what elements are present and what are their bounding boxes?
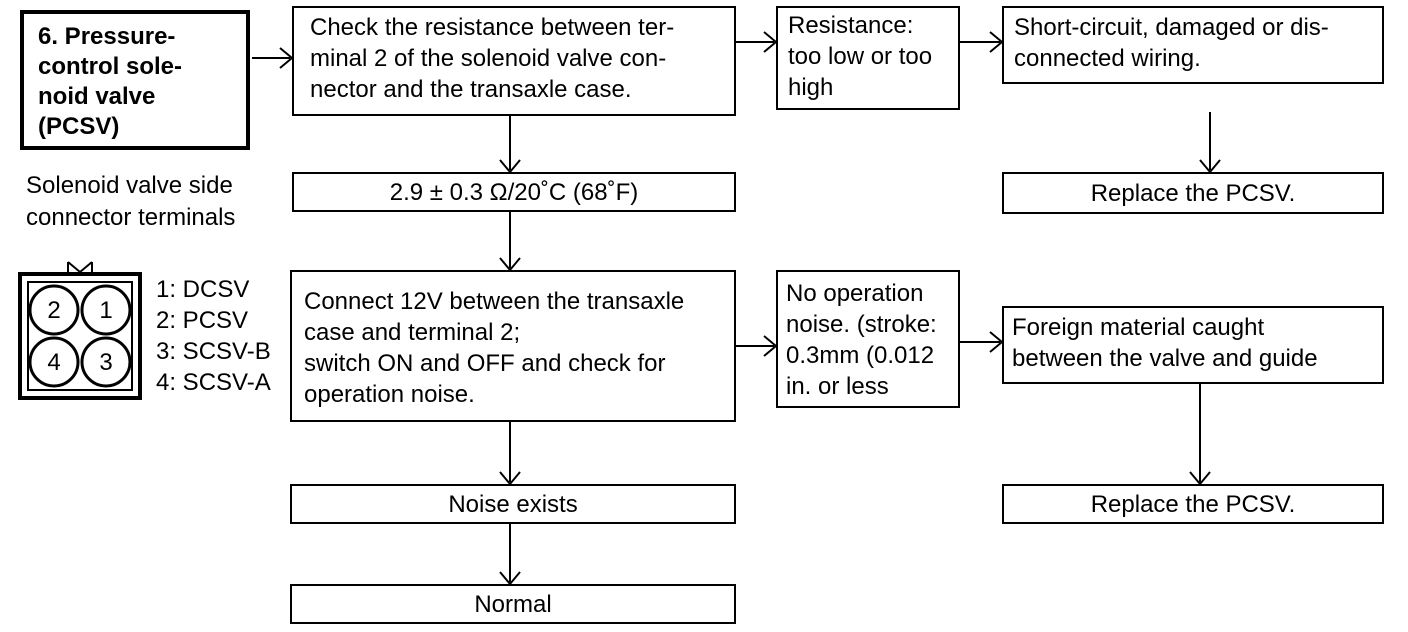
foreign-material-line-1: Foreign material caught — [1012, 314, 1265, 341]
wiring-fault-box: Short-circuit, damaged or dis- connected… — [1002, 6, 1384, 84]
pin-2-label: 2 — [47, 297, 60, 324]
connector-caption-line-1: Solenoid valve side — [26, 172, 233, 199]
replace-pcsv-top-box: Replace the PCSV. — [1002, 172, 1384, 214]
resistance-fault-box: Resistance: too low or too high — [776, 6, 960, 110]
connector-diagram: 2 1 4 3 — [18, 261, 142, 400]
no-noise-line-2: noise. (stroke: — [786, 311, 937, 338]
foreign-material-line-2: between the valve and guide — [1012, 345, 1318, 372]
replace-pcsv-bottom-label: Replace the PCSV. — [1090, 491, 1296, 518]
connector-legend: 1: DCSV 2: PCSV 3: SCSV-B 4: SCSV-A — [156, 274, 271, 398]
check-resistance-line-1: Check the resistance between ter- — [310, 14, 675, 41]
step-title-box: 6. Pressure- control sole- noid valve (P… — [20, 10, 250, 150]
pin-4-label: 4 — [47, 349, 60, 376]
connect-12v-line-2: case and terminal 2; — [304, 319, 521, 346]
connect-12v-line-3: switch ON and OFF and check for — [304, 350, 666, 377]
replace-pcsv-bottom-box: Replace the PCSV. — [1002, 484, 1384, 524]
connector-caption-line-2: connector terminals — [26, 204, 236, 231]
legend-item-3: 3: SCSV-B — [156, 338, 271, 365]
step-title-line-1: 6. Pressure- — [38, 23, 176, 50]
legend-item-4: 4: SCSV-A — [156, 369, 271, 396]
normal-label: Normal — [474, 591, 552, 618]
connect-12v-line-4: operation noise. — [304, 381, 475, 408]
connect-12v-box: Connect 12V between the transaxle case a… — [290, 270, 736, 422]
foreign-material-box: Foreign material caught between the valv… — [1002, 306, 1384, 384]
check-resistance-line-2: minal 2 of the solenoid valve con- — [310, 45, 667, 72]
spec-value-label: 2.9 ± 0.3 Ω/20˚C (68˚F) — [389, 179, 639, 206]
no-noise-line-1: No operation — [786, 280, 924, 307]
resistance-fault-line-2: too low or too — [788, 43, 933, 70]
connector-caption: Solenoid valve side connector terminals — [26, 170, 235, 234]
noise-exists-label: Noise exists — [448, 491, 578, 518]
resistance-fault-line-3: high — [788, 74, 834, 101]
check-resistance-line-3: nector and the transaxle case. — [310, 76, 632, 103]
no-noise-line-3: 0.3mm (0.012 — [786, 342, 935, 369]
step-title-line-2: control sole- — [38, 53, 183, 80]
spec-value-box: 2.9 ± 0.3 Ω/20˚C (68˚F) — [292, 172, 736, 212]
wiring-fault-line-2: connected wiring. — [1014, 45, 1201, 72]
legend-item-1: 1: DCSV — [156, 276, 250, 303]
legend-item-2: 2: PCSV — [156, 307, 249, 334]
noise-exists-box: Noise exists — [290, 484, 736, 524]
no-noise-box: No operation noise. (stroke: 0.3mm (0.01… — [776, 270, 960, 408]
connect-12v-line-1: Connect 12V between the transaxle — [304, 288, 685, 315]
no-noise-line-4: in. or less — [786, 373, 889, 400]
pin-1-label: 1 — [99, 297, 112, 324]
check-resistance-box: Check the resistance between ter- minal … — [292, 6, 736, 116]
step-title-line-3: noid valve — [38, 83, 156, 110]
step-title-line-4: (PCSV) — [38, 113, 120, 140]
normal-box: Normal — [290, 584, 736, 624]
resistance-fault-line-1: Resistance: — [788, 12, 914, 39]
replace-pcsv-top-label: Replace the PCSV. — [1090, 180, 1296, 207]
wiring-fault-line-1: Short-circuit, damaged or dis- — [1014, 14, 1329, 41]
pin-3-label: 3 — [99, 349, 112, 376]
